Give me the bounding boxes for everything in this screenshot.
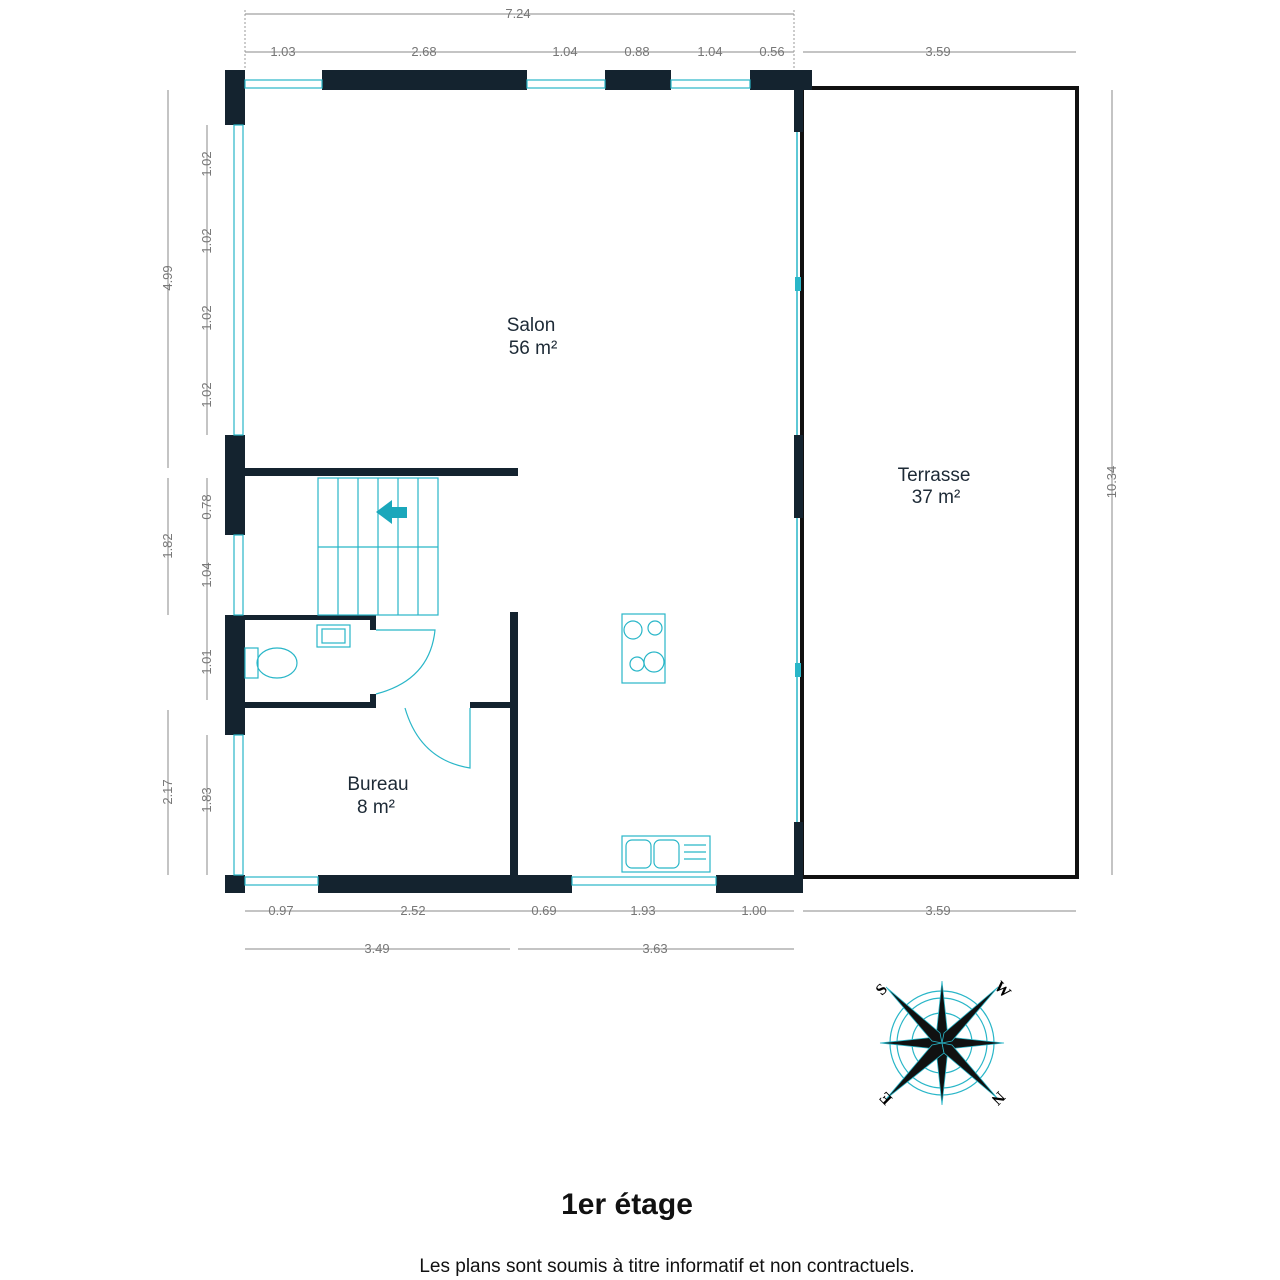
dim-top: 0.56 — [759, 44, 784, 59]
room-area-terrasse: 37 m² — [912, 487, 961, 508]
dim-top: 1.04 — [552, 44, 577, 59]
dim-left-inner: 0.78 — [199, 494, 214, 519]
dim-left-inner: 1.04 — [199, 562, 214, 587]
dim-top: 1.04 — [697, 44, 722, 59]
dim-bottom-total: 3.49 — [364, 941, 389, 956]
floor-title: 1er étage — [561, 1188, 693, 1221]
dimension-lines — [167, 10, 1113, 950]
disclaimer-text: Les plans sont soumis à titre informatif… — [419, 1256, 915, 1277]
dim-bottom: 2.52 — [400, 903, 425, 918]
dim-left: 2.17 — [160, 779, 175, 804]
cooktop-icon — [621, 613, 666, 684]
walls — [225, 70, 812, 893]
bureau-door — [404, 707, 471, 769]
dim-top: 2.68 — [411, 44, 436, 59]
svg-text:W: W — [991, 978, 1014, 1001]
dim-left-inner: 1.02 — [199, 382, 214, 407]
room-area-bureau: 8 m² — [357, 797, 395, 818]
compass-rose-icon: S W E N — [873, 978, 1014, 1108]
staircase — [317, 477, 439, 616]
toilet-icon — [244, 647, 298, 679]
dim-bottom: 1.00 — [741, 903, 766, 918]
dim-top: 1.03 — [270, 44, 295, 59]
dim-top: 0.88 — [624, 44, 649, 59]
sink-icon — [316, 624, 351, 648]
dim-bottom-total: 3.63 — [642, 941, 667, 956]
dim-left-inner: 1.02 — [199, 228, 214, 253]
dim-top-terrasse: 3.59 — [925, 44, 950, 59]
dim-bottom: 0.69 — [531, 903, 556, 918]
dim-top-total: 7.24 — [505, 6, 530, 21]
wc-door — [375, 629, 436, 695]
dim-right: 10.34 — [1104, 466, 1119, 499]
dim-left-inner: 1.83 — [199, 787, 214, 812]
dim-left-inner: 1.02 — [199, 151, 214, 176]
dim-left-inner: 1.01 — [199, 649, 214, 674]
stairs-arrow-icon — [376, 500, 407, 524]
room-area-salon: 56 m² — [509, 338, 558, 359]
dim-bottom: 1.93 — [630, 903, 655, 918]
dim-left-inner: 1.02 — [199, 305, 214, 330]
room-name-salon: Salon — [507, 315, 556, 336]
dim-left: 4.99 — [160, 265, 175, 290]
windows — [233, 79, 801, 886]
dim-left: 1.82 — [160, 533, 175, 558]
dim-bottom-terrasse: 3.59 — [925, 903, 950, 918]
room-name-terrasse: Terrasse — [898, 465, 971, 486]
dim-bottom: 0.97 — [268, 903, 293, 918]
kitchen-sink-icon — [621, 835, 711, 873]
room-name-bureau: Bureau — [347, 774, 408, 795]
